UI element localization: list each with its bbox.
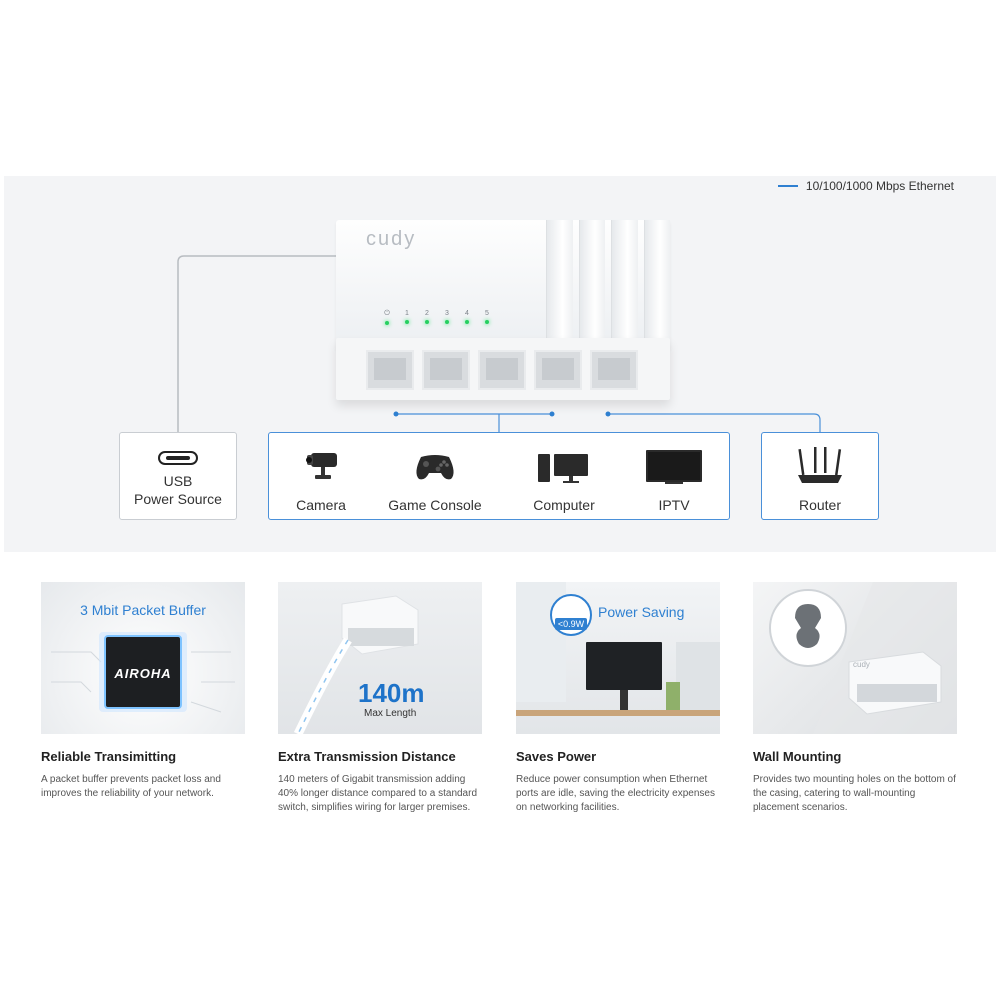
- feature-power-saving: <0.9W Power Saving Saves Power Reduce po…: [516, 582, 720, 815]
- port-led-3: 3: [442, 310, 452, 325]
- feature-title: Reliable Transimitting: [41, 749, 177, 764]
- feature-description: 140 meters of Gigabit transmission addin…: [278, 774, 478, 813]
- router-icon: [798, 447, 842, 483]
- device-label: IPTV: [658, 497, 690, 513]
- feature-transmission-distance: 140m Max Length Extra Transmission Dista…: [278, 582, 482, 815]
- device-label: Computer: [533, 497, 595, 513]
- power-cable-line: [177, 255, 336, 432]
- power-led: ⏻: [382, 310, 392, 325]
- feature-image-office: <0.9W Power Saving: [516, 582, 720, 734]
- power-value-label: <0.9W: [554, 618, 588, 630]
- power-badge: <0.9W: [550, 594, 592, 636]
- device-label: Router: [798, 497, 842, 513]
- distance-caption: Max Length: [364, 708, 417, 719]
- ethernet-port: [422, 350, 470, 390]
- feature-image-chip: 3 Mbit Packet Buffer AIROHA: [41, 582, 245, 734]
- feature-description: A packet buffer prevents packet loss and…: [41, 774, 221, 799]
- ethernet-port: [478, 350, 526, 390]
- usb-c-port-icon: [158, 451, 198, 465]
- devices-box: Camera Game Console: [268, 432, 730, 520]
- camera-icon: [306, 453, 337, 479]
- port-led-5: 5: [482, 310, 492, 325]
- device-link-dot-right: [549, 411, 555, 417]
- switch-led-row: ⏻ 1 2 3 4 5: [382, 310, 492, 325]
- router-link-line: [608, 413, 821, 432]
- feature-wall-mounting: cudy Wall Mounting Provides two mounting…: [753, 582, 957, 815]
- ethernet-port: [534, 350, 582, 390]
- chip-label: AIROHA: [114, 666, 172, 681]
- port-led-2: 2: [422, 310, 432, 325]
- device-iptv: IPTV: [641, 447, 707, 513]
- port-led-4: 4: [462, 310, 472, 325]
- legend: 10/100/1000 Mbps Ethernet: [777, 179, 954, 193]
- computer-icon: [538, 454, 588, 483]
- device-game-console: Game Console: [385, 447, 485, 513]
- usb-label-line1: USB: [163, 473, 193, 489]
- network-switch: cudy ⏻ 1 2 3 4 5: [336, 220, 670, 400]
- router-link-dot: [605, 411, 611, 417]
- device-camera: Camera: [289, 447, 353, 513]
- feature-image-heading: 3 Mbit Packet Buffer: [80, 602, 206, 618]
- network-diagram: 10/100/1000 Mbps Ethernet cudy ⏻ 1 2 3 4: [4, 176, 996, 552]
- feature-image-wall: cudy: [753, 582, 957, 734]
- tv-icon: [646, 450, 702, 484]
- feature-description: Reduce power consumption when Ethernet p…: [516, 774, 715, 813]
- connection-lines: [177, 255, 821, 432]
- feature-image-heading: Power Saving: [598, 604, 685, 620]
- device-computer: Computer: [519, 447, 609, 513]
- switch-ports: [366, 350, 638, 390]
- device-label: Camera: [296, 497, 346, 513]
- switch-cooling-fins: [542, 220, 670, 338]
- usb-power-box: USB Power Source: [119, 432, 237, 520]
- port-led-1: 1: [402, 310, 412, 325]
- device-label: Game Console: [388, 497, 482, 513]
- legend-label: 10/100/1000 Mbps Ethernet: [805, 179, 954, 193]
- feature-title: Extra Transmission Distance: [278, 749, 456, 764]
- feature-description: Provides two mounting holes on the botto…: [753, 774, 956, 813]
- usb-label-line2: Power Source: [134, 491, 222, 507]
- distance-value: 140m: [358, 678, 425, 708]
- device-link-dot-left: [393, 411, 399, 417]
- legend-line-swatch: [777, 185, 798, 187]
- game-console-icon: [416, 455, 454, 480]
- ethernet-port: [366, 350, 414, 390]
- switch-top: cudy ⏻ 1 2 3 4 5: [336, 220, 670, 350]
- feature-image-cable: 140m Max Length: [278, 582, 482, 734]
- feature-packet-buffer: 3 Mbit Packet Buffer AIROHA Reliable Tra…: [41, 582, 245, 801]
- feature-title: Saves Power: [516, 749, 597, 764]
- wall-switch-brand: cudy: [853, 660, 870, 669]
- ethernet-port: [590, 350, 638, 390]
- switch-brand-logo: cudy: [366, 228, 417, 250]
- router-box: Router: [761, 432, 879, 520]
- feature-title: Wall Mounting: [753, 749, 842, 764]
